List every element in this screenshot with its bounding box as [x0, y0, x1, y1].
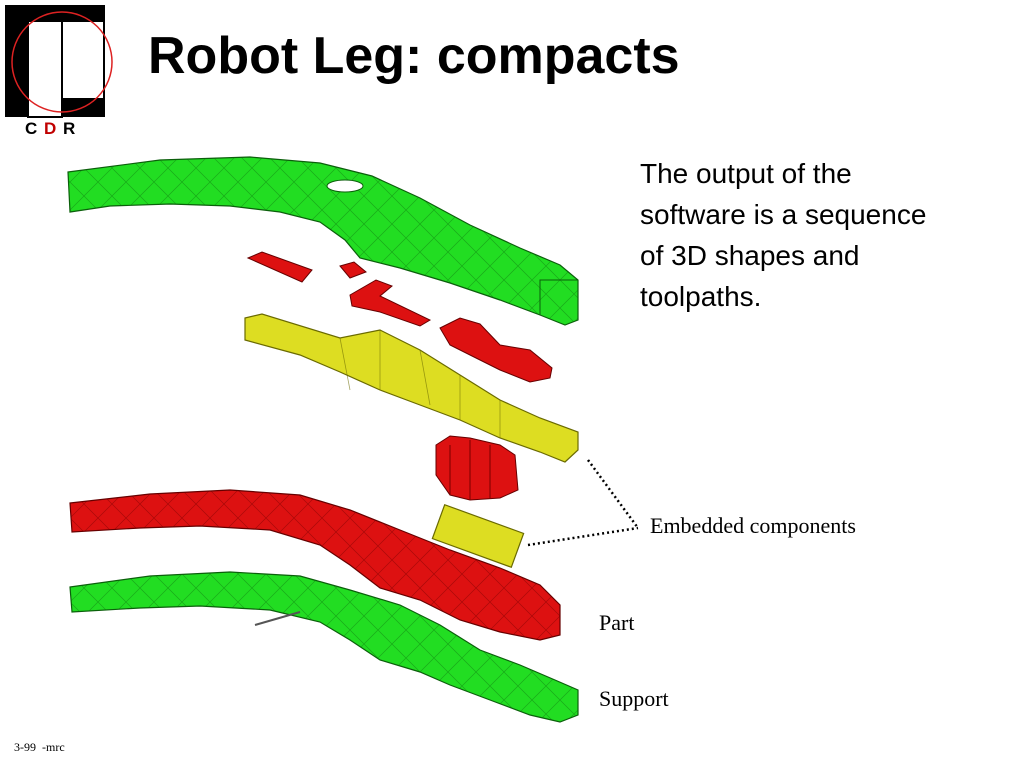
embedded-yellow-block — [431, 503, 525, 569]
logo-letter-r: R — [63, 119, 77, 138]
slide-title: Robot Leg: compacts — [148, 27, 680, 85]
label-embedded-components: Embedded components — [650, 513, 856, 538]
support-layer-top — [67, 156, 579, 326]
embedded-yellow-component — [244, 313, 579, 463]
cdr-logo-graphic — [5, 5, 113, 118]
slide-footer: 3-99 -mrc — [14, 740, 65, 754]
logo-letter-d: D — [44, 119, 58, 138]
label-support: Support — [599, 686, 669, 711]
support-layer-bottom — [69, 571, 579, 723]
leader-line-lower — [527, 526, 639, 547]
part-layer — [69, 489, 561, 641]
slide-description: The output of the software is a sequence… — [640, 158, 927, 312]
leader-line-upper — [586, 459, 640, 529]
label-part: Part — [599, 610, 635, 635]
logo-letters: C D R — [25, 119, 95, 139]
cdr-logo — [4, 4, 116, 144]
logo-letter-c: C — [25, 119, 39, 138]
embedded-red-pieces — [246, 251, 553, 501]
